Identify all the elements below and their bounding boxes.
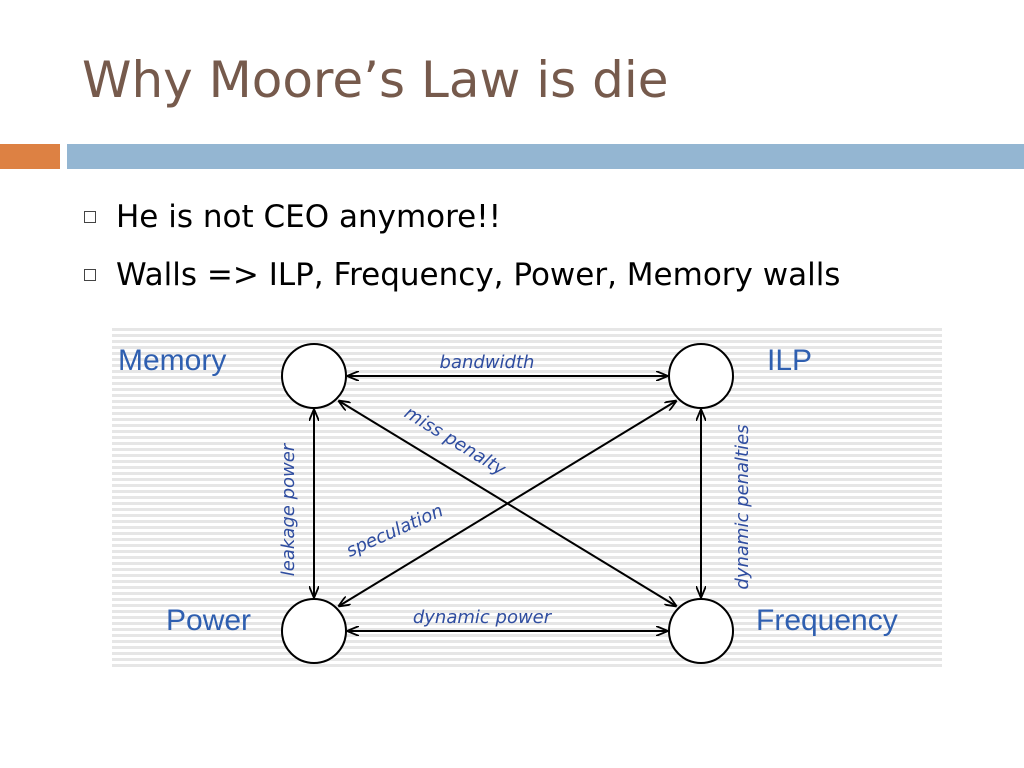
power-node-circle [281,598,347,664]
walls-diagram-svg: Memory ILP Power Frequency bandwidth dyn… [112,328,942,668]
leakage-power-edge-label: leakage power [278,442,299,576]
slide-title: Why Moore’s Law is die [82,51,669,109]
speculation-arrow [339,401,676,606]
walls-diagram: Memory ILP Power Frequency bandwidth dyn… [112,328,942,668]
bullet-text: Walls => ILP, Frequency, Power, Memory w… [116,257,841,293]
square-bullet-icon [84,269,96,281]
dynamic-penalties-edge-label: dynamic penalties [732,424,753,589]
power-node-label: Power [166,604,251,637]
bandwidth-edge-label: bandwidth [440,352,535,373]
frequency-node-label: Frequency [756,604,898,637]
memory-node-label: Memory [118,344,226,377]
ilp-node-circle [668,343,734,409]
dynamic-power-edge-label: dynamic power [413,607,553,628]
bullet-list: He is not CEO anymore!! Walls => ILP, Fr… [82,188,840,304]
ilp-node-label: ILP [767,344,812,377]
bullet-item: He is not CEO anymore!! [82,188,840,246]
frequency-node-circle [668,598,734,664]
square-bullet-icon [84,211,96,223]
title-accent-bar-blue [67,144,1024,169]
title-accent-bar-orange [0,144,60,169]
bullet-item: Walls => ILP, Frequency, Power, Memory w… [82,246,840,304]
memory-node-circle [281,343,347,409]
bullet-text: He is not CEO anymore!! [116,199,502,235]
